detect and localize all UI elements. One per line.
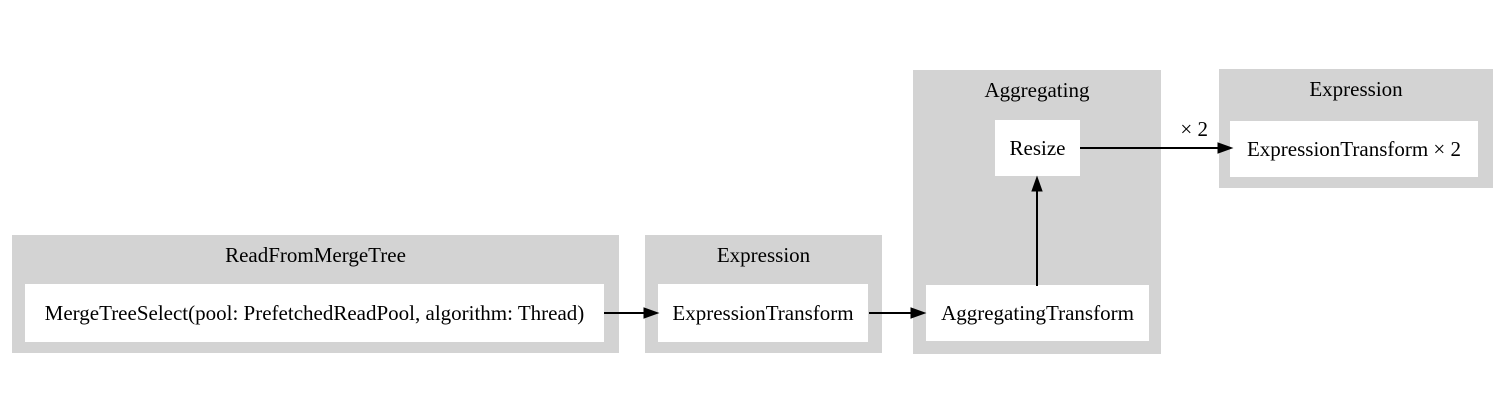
cluster-title: ReadFromMergeTree — [225, 243, 406, 267]
node-expression-transform-x2: ExpressionTransform × 2 — [1230, 121, 1478, 177]
cluster-title: Expression — [716, 243, 811, 267]
cluster-title: Expression — [1309, 77, 1403, 101]
node-expression-transform: ExpressionTransform — [658, 284, 868, 342]
edge-label-x2: × 2 — [1180, 117, 1208, 141]
node-merge-tree-select: MergeTreeSelect(pool: PrefetchedReadPool… — [25, 284, 604, 342]
node-resize: Resize — [995, 120, 1080, 176]
node-aggregating-transform: AggregatingTransform — [926, 285, 1149, 341]
cluster-title: Aggregating — [984, 78, 1090, 102]
